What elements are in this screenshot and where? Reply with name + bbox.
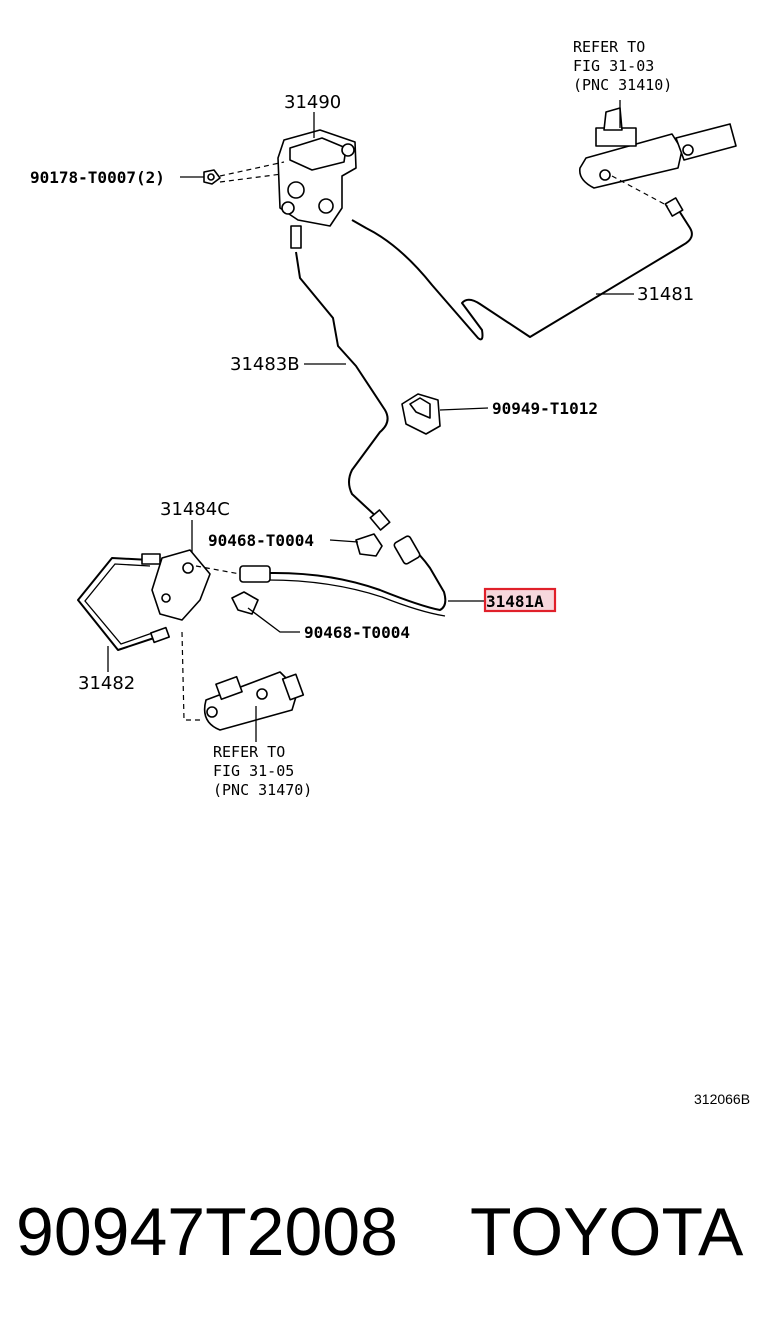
hose-fitting-left [239,565,271,583]
hose-fitting-right [393,535,421,565]
pipe-31482 [77,557,161,651]
bolt-dash-line [219,161,285,177]
release-cylinder [203,671,305,731]
pipe-31481 [351,205,693,341]
master-cylinder [578,107,737,217]
figure-code: 312066B [694,1091,750,1107]
leader-90949 [439,407,489,411]
clip-90949 [401,393,441,435]
leader-90468a [329,539,359,543]
label-90468-upper[interactable]: 90468-T0004 [208,531,314,550]
bracket-31484c [141,549,211,644]
footer-part-number: 90947T2008 [16,1194,398,1270]
refer-bottom-line1: REFER TO [213,743,285,761]
label-31481[interactable]: 31481 [637,284,694,305]
highlight-31481a[interactable] [483,587,557,613]
leader-90468b [247,607,300,633]
refer-top-line3: (PNC 31410) [573,76,672,94]
refer-bottom-line2: FIG 31-05 [213,762,294,780]
hose-31481a [267,545,447,611]
label-90178[interactable]: 90178-T0007(2) [30,168,165,187]
pipe-31483b [295,251,389,521]
bracket-dash-1 [195,565,241,575]
bolt-90178 [203,169,221,185]
refer-top-line1: REFER TO [573,38,645,56]
footer-brand: TOYOTA [470,1194,744,1270]
clip-90468-upper [355,533,383,557]
bracket-dash-2 [181,631,200,721]
label-31490[interactable]: 31490 [284,92,341,113]
label-90949[interactable]: 90949-T1012 [492,399,598,418]
master-dash-line [611,175,669,207]
refer-bottom-line3: (PNC 31470) [213,781,312,799]
valve-31490 [277,129,357,249]
clip-90468-lower [231,591,259,615]
label-31484c[interactable]: 31484C [160,499,230,520]
refer-top-line2: FIG 31-03 [573,57,654,75]
pipe-31482-inner [84,563,159,645]
pipe-fitting-31483b [369,509,391,531]
label-31483b[interactable]: 31483B [230,354,300,375]
label-31481a[interactable]: 31481A [486,592,544,611]
label-90468-lower[interactable]: 90468-T0004 [304,623,410,642]
bolt-dash-line-2 [219,173,283,183]
label-31482[interactable]: 31482 [78,673,135,694]
hose-31481a-inner [267,579,446,617]
